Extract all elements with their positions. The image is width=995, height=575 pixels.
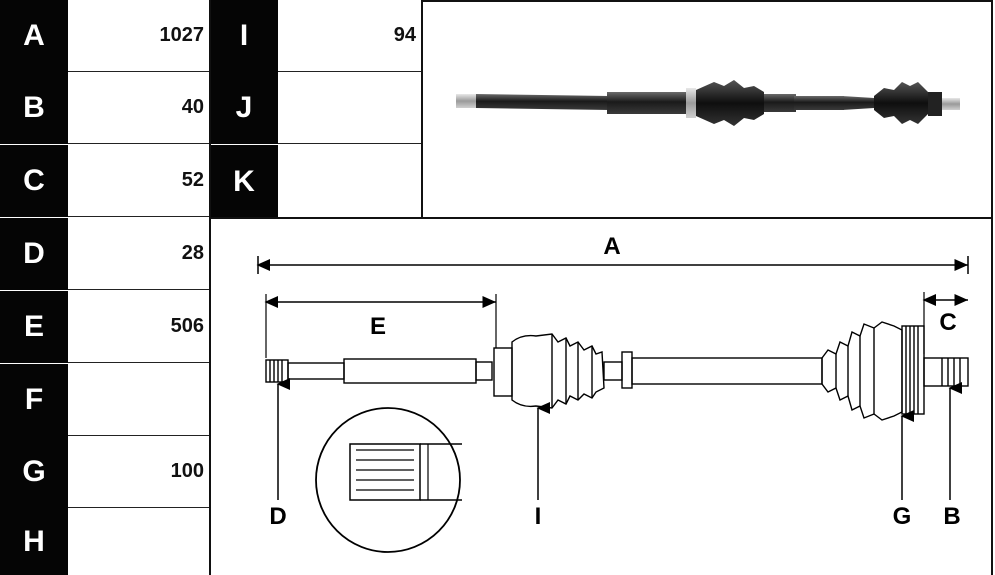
label-g: G <box>893 503 912 530</box>
dimension-value <box>278 72 422 144</box>
dimension-key: C <box>0 145 68 217</box>
dimension-row-a: A 1027 <box>0 0 210 72</box>
driveshaft-photo <box>456 80 960 126</box>
dimension-table-secondary: I 94 J K <box>210 0 422 218</box>
label-d: D <box>269 503 286 530</box>
shaft <box>476 94 609 110</box>
outer-boot <box>874 82 928 124</box>
divider <box>421 0 423 218</box>
spline-end-left <box>265 359 289 383</box>
dimension-key: H <box>0 508 68 575</box>
ring <box>686 88 696 118</box>
divider <box>991 0 993 575</box>
dimension-value: 28 <box>68 218 210 290</box>
inner-boot <box>696 80 764 126</box>
outer-joint <box>928 92 942 116</box>
dimension-value: 40 <box>68 72 210 144</box>
shaft <box>607 92 687 114</box>
dimension-value: 94 <box>278 0 422 72</box>
dimension-row-e: E 506 <box>0 291 210 363</box>
label-i: I <box>535 503 542 530</box>
label-c: C <box>939 309 956 336</box>
dimension-key: B <box>0 72 68 144</box>
dimension-table: A 1027 B 40 C 52 D 28 E 506 F G 100 H <box>0 0 210 575</box>
dimension-key: I <box>210 0 278 72</box>
dimension-key: F <box>0 364 68 436</box>
label-a: A <box>603 233 620 260</box>
dimension-value: 52 <box>68 145 210 217</box>
label-e: E <box>370 313 386 340</box>
dimension-value: 100 <box>68 436 210 508</box>
shaft-outline <box>265 321 969 421</box>
spline-detail-callout <box>315 407 462 553</box>
shaft <box>794 96 844 110</box>
dimension-key: D <box>0 218 68 290</box>
dimension-row-g: G 100 <box>0 436 210 508</box>
dimension-value: 506 <box>68 291 210 363</box>
divider <box>209 0 211 575</box>
dimension-value: 1027 <box>68 0 210 72</box>
dimension-key: J <box>210 72 278 144</box>
divider <box>210 217 993 219</box>
label-b: B <box>943 503 960 530</box>
dimension-row-f: F <box>0 364 210 436</box>
shaft <box>764 94 796 112</box>
dimension-value <box>68 508 210 575</box>
spline-stub <box>456 94 478 108</box>
dimension-row-d: D 28 <box>0 218 210 290</box>
dimension-row-h: H <box>0 508 210 575</box>
dimension-row-c: C 52 <box>0 145 210 217</box>
dimension-key: K <box>210 145 278 218</box>
dimension-key: A <box>0 0 68 72</box>
dimension-row-j: J <box>210 72 422 144</box>
dimension-row-i: I 94 <box>210 0 422 72</box>
dimension-key: G <box>0 436 68 508</box>
spline-stub <box>942 98 960 110</box>
divider <box>422 0 993 2</box>
dimension-value <box>278 145 422 218</box>
dimension-value <box>68 364 210 436</box>
dimension-row-b: B 40 <box>0 72 210 144</box>
shaft <box>842 96 874 110</box>
driveshaft-diagram: A E C <box>256 233 969 553</box>
dimension-key: E <box>0 291 68 363</box>
dimension-row-k: K <box>210 145 422 218</box>
